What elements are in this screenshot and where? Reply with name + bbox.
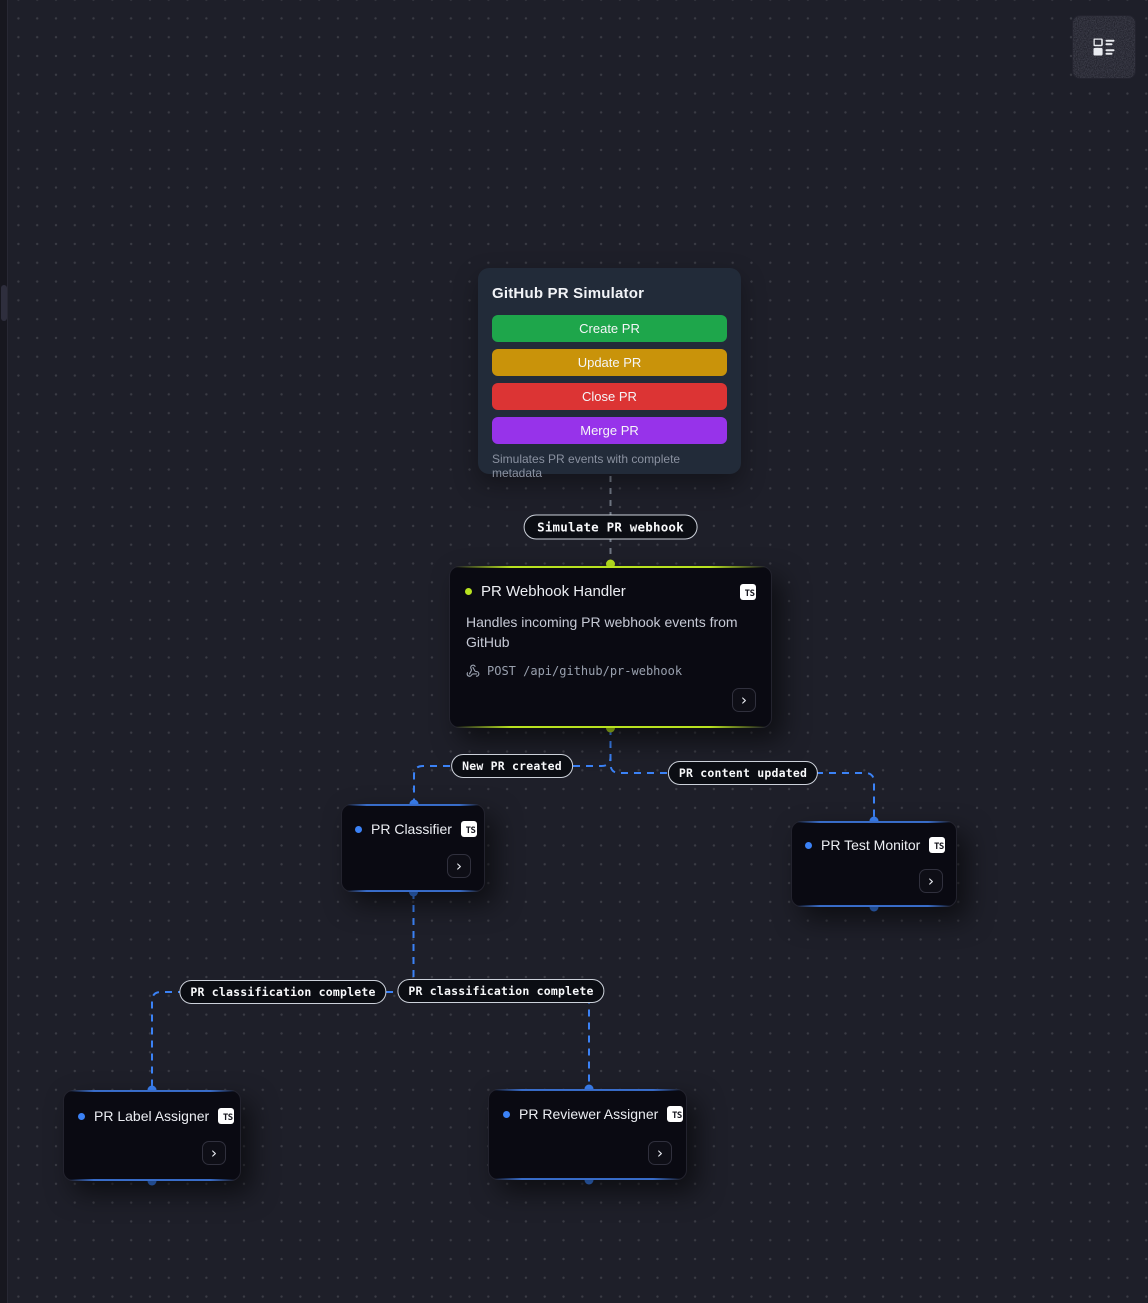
edge-label-simulate-pr-webhook: Simulate PR webhook: [523, 514, 698, 540]
layout-list-icon: [1093, 38, 1115, 56]
edge-label-pr-classification-complete-left: PR classification complete: [179, 980, 387, 1004]
expand-node-button[interactable]: ›: [648, 1141, 672, 1165]
minimap-noise-texture: [1073, 16, 1135, 78]
expand-node-button[interactable]: ›: [447, 854, 471, 878]
left-rail: [0, 0, 8, 1303]
update-pr-button[interactable]: Update PR: [492, 349, 727, 376]
typescript-badge: TS: [740, 583, 756, 600]
typescript-badge: TS: [667, 1106, 684, 1122]
chevron-right-icon: ›: [928, 871, 934, 890]
node-pr-label-assigner[interactable]: PR Label Assigner TS ›: [63, 1090, 241, 1181]
node-title: PR Classifier: [371, 821, 452, 837]
panel-caption: Simulates PR events with complete metada…: [492, 452, 681, 480]
typescript-badge: TS: [929, 837, 946, 853]
node-status-dot: [805, 841, 812, 849]
node-description: Handles incoming PR webhook events from …: [466, 614, 738, 650]
node-title: PR Label Assigner: [94, 1108, 210, 1124]
expand-node-button[interactable]: ›: [919, 869, 943, 893]
chevron-right-icon: ›: [741, 690, 747, 709]
typescript-badge: TS: [218, 1108, 235, 1124]
chevron-right-icon: ›: [211, 1143, 217, 1162]
edge-label-new-pr-created: New PR created: [451, 754, 573, 778]
create-pr-button[interactable]: Create PR: [492, 315, 727, 342]
edge-label-pr-content-updated: PR content updated: [667, 761, 819, 785]
merge-pr-button[interactable]: Merge PR: [492, 417, 727, 444]
chevron-right-icon: ›: [456, 856, 462, 875]
node-status-dot: [465, 588, 472, 595]
node-status-dot: [503, 1110, 510, 1118]
api-endpoint-text: POST /api/github/pr-webhook: [487, 663, 683, 678]
node-pr-webhook-handler[interactable]: PR Webhook Handler TS Handles incoming P…: [449, 566, 772, 728]
node-pr-reviewer-assigner[interactable]: PR Reviewer Assigner TS ›: [488, 1089, 687, 1180]
webhook-icon: [466, 664, 480, 677]
minimap-toggle-button[interactable]: [1072, 15, 1136, 79]
expand-node-button[interactable]: ›: [202, 1141, 226, 1165]
github-pr-simulator-panel: GitHub PR Simulator Create PR Update PR …: [478, 268, 741, 480]
edge-label-pr-classification-complete-right: PR classification complete: [397, 979, 605, 1003]
node-status-dot: [355, 825, 362, 833]
typescript-badge: TS: [460, 821, 477, 837]
panel-title: GitHub PR Simulator: [492, 285, 645, 302]
expand-node-button[interactable]: ›: [732, 688, 756, 712]
close-pr-button[interactable]: Close PR: [492, 383, 727, 410]
sidebar-resize-handle[interactable]: [1, 285, 7, 321]
node-title: PR Test Monitor: [821, 837, 921, 853]
node-title: PR Webhook Handler: [481, 583, 626, 600]
node-pr-test-monitor[interactable]: PR Test Monitor TS ›: [791, 821, 957, 907]
chevron-right-icon: ›: [657, 1143, 663, 1162]
node-title: PR Reviewer Assigner: [519, 1106, 659, 1122]
node-pr-classifier[interactable]: PR Classifier TS ›: [341, 804, 485, 892]
node-status-dot: [78, 1112, 85, 1120]
